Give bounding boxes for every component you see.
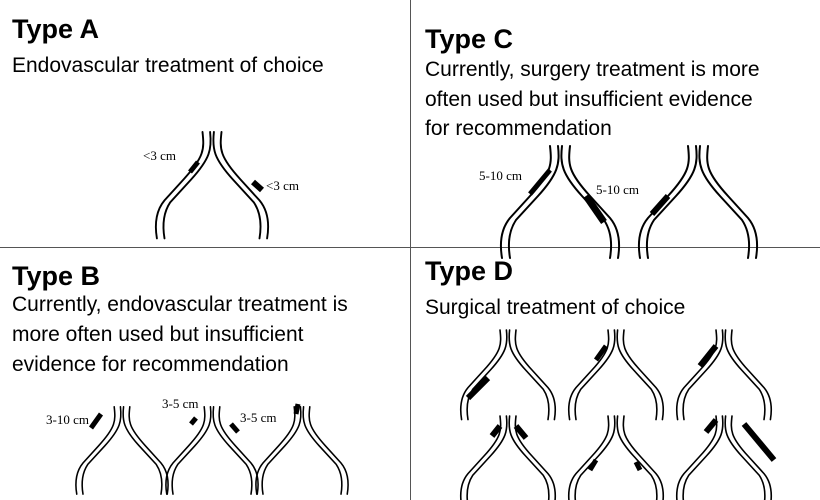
lesion-label: <3 cm	[143, 148, 176, 163]
panel-b-description-line-2: more often used but insufficient	[12, 323, 304, 346]
lesion-mark	[489, 424, 503, 438]
panel-c-description-line-1: Currently, surgery treatment is more	[425, 58, 760, 81]
panel-c-title: Type C	[425, 24, 514, 54]
lesion-mark	[741, 422, 777, 462]
lesion-mark	[229, 422, 240, 434]
panel-b-vessel-diagrams: 3-10 cm 3-5 cm 3-5 cm	[46, 396, 349, 495]
lesion-mark	[633, 460, 643, 472]
lesion-mark	[703, 418, 719, 434]
lesion-mark	[528, 168, 552, 196]
lesion-label: <3 cm	[266, 178, 299, 193]
panel-a-description-line-1: Endovascular treatment of choice	[12, 54, 324, 77]
lesion-mark	[513, 424, 529, 440]
lesion-label: 3-10 cm	[46, 412, 89, 427]
grid-divider-horizontal	[0, 247, 820, 248]
lesion-label: 5-10 cm	[596, 182, 639, 197]
lesion-mark	[251, 179, 264, 193]
panel-c-description-line-3: for recommendation	[425, 117, 612, 140]
panel-c-vessel-diagrams: 5-10 cm 5-10 cm	[479, 145, 759, 259]
panel-d-title: Type D	[425, 256, 514, 286]
panel-d-vessel-diagrams	[459, 329, 777, 500]
lesion-mark	[649, 194, 671, 216]
lesion-mark	[465, 375, 491, 401]
panel-c-description-line-2: often used but insufficient evidence	[425, 88, 753, 111]
lesion-label: 3-5 cm	[240, 410, 276, 425]
lesion-mark	[293, 403, 301, 415]
lesion-mark	[189, 416, 198, 426]
lesion-mark	[697, 344, 719, 368]
lesion-mark	[587, 458, 599, 472]
lesion-mark	[583, 194, 607, 224]
lesion-mark	[88, 412, 104, 430]
panel-b-description-line-1: Currently, endovascular treatment is	[12, 293, 348, 316]
panel-a-vessel-diagram: <3 cm <3 cm	[143, 131, 299, 240]
lesion-label: 5-10 cm	[479, 168, 522, 183]
panel-b-title: Type B	[12, 261, 101, 291]
panel-a-title: Type A	[12, 14, 100, 44]
lesion-label: 3-5 cm	[162, 396, 198, 411]
grid-divider-vertical	[410, 0, 411, 500]
lesion-mark	[593, 344, 609, 362]
panel-d-description-line-1: Surgical treatment of choice	[425, 296, 686, 319]
panel-b-description-line-3: evidence for recommendation	[12, 353, 289, 376]
lesion-mark	[188, 160, 200, 174]
